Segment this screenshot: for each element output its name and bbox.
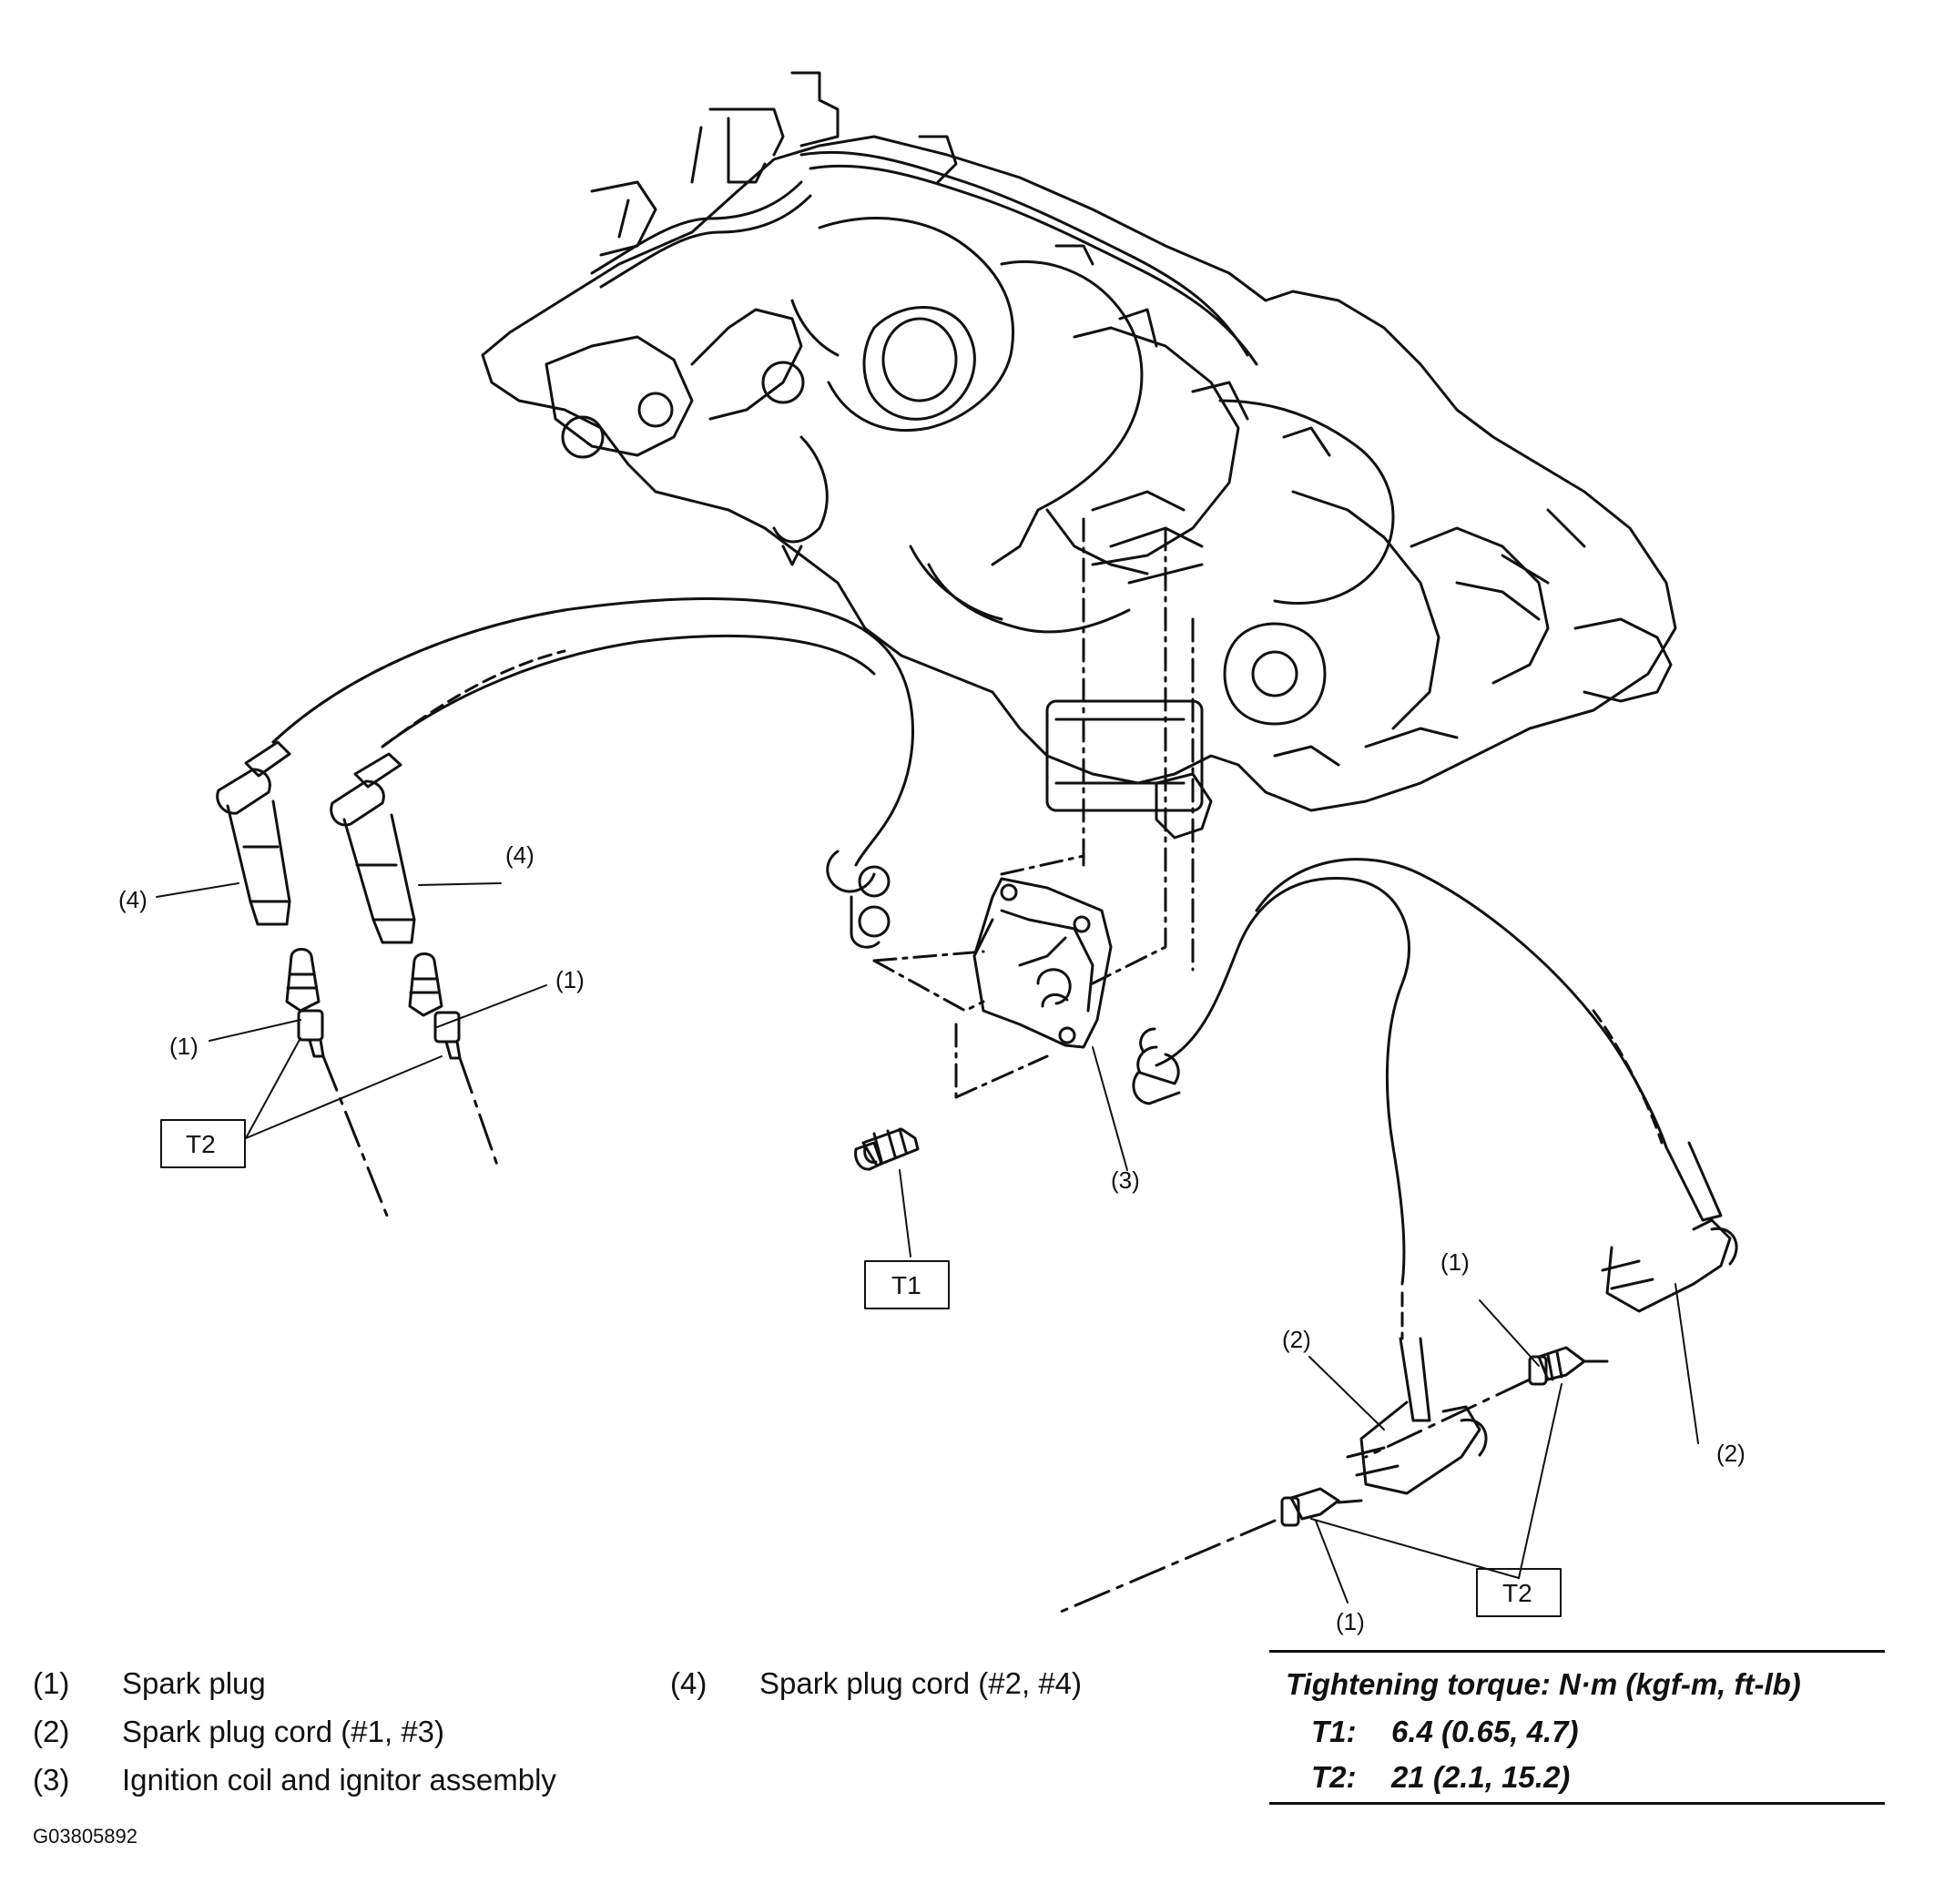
spark-plug-cord-left-pair <box>216 597 914 949</box>
spark-plug-right-drawing <box>1059 1346 1609 1614</box>
figure-id: G03805892 <box>33 1825 137 1848</box>
torque-box-t1 <box>864 1260 950 1309</box>
torque-box-t2-left <box>160 1119 246 1168</box>
intake-manifold-drawing <box>481 71 1677 840</box>
callout-4-left: (4) <box>118 886 148 913</box>
legend-num: (4) <box>670 1666 707 1700</box>
legend-text: Ignition coil and ignitor assembly <box>122 1763 556 1797</box>
callout-1-left: (1) <box>169 1033 198 1060</box>
spark-plug-left2-drawing <box>408 952 501 1172</box>
legend-num: (3) <box>33 1763 70 1797</box>
ignition-coil-drawing <box>872 517 1195 1099</box>
callout-3: (3) <box>1111 1166 1140 1194</box>
legend-right: (4) Spark plug cord (#2, #4) <box>670 1666 1216 1712</box>
legend-text: Spark plug <box>122 1666 266 1700</box>
torque-box-t1-label: T1 <box>891 1271 921 1299</box>
callout-1-right-bottom: (1) <box>1336 1608 1365 1635</box>
callout-2-right: (2) <box>1716 1440 1746 1467</box>
leader-lines <box>156 882 1699 1604</box>
callout-1-right-top: (1) <box>1440 1248 1470 1276</box>
spark-plug-left-drawing <box>285 948 389 1217</box>
legend-num: (2) <box>33 1715 70 1748</box>
legend-text: Spark plug cord (#1, #3) <box>122 1715 445 1748</box>
torque-key: T2: <box>1311 1760 1357 1794</box>
torque-spec-table: Tightening torque: N·m (kgf-m, ft-lb) T1… <box>1269 1650 1885 1805</box>
legend-left: (1) Spark plug (2) Spark plug cord (#1, … <box>33 1666 670 1812</box>
torque-box-t2-right <box>1476 1568 1562 1617</box>
callout-4-mid: (4) <box>505 841 534 869</box>
legend-text: Spark plug cord (#2, #4) <box>759 1666 1083 1700</box>
torque-value: 6.4 (0.65, 4.7) <box>1391 1715 1579 1748</box>
spark-plug-cord-right-pair <box>1132 858 1738 1495</box>
callout-2-right-left: (2) <box>1282 1326 1311 1353</box>
torque-value: 21 (2.1, 15.2) <box>1391 1760 1571 1794</box>
callout-1-mid: (1) <box>555 966 585 993</box>
bolt-drawing <box>854 1127 920 1171</box>
legend-num: (1) <box>33 1666 70 1700</box>
torque-box-t2-left-label: T2 <box>186 1130 216 1158</box>
torque-key: T1: <box>1311 1715 1357 1748</box>
torque-box-t2-right-label: T2 <box>1502 1579 1532 1607</box>
torque-table-title: Tightening torque: N·m (kgf-m, ft-lb) <box>1286 1667 1801 1701</box>
